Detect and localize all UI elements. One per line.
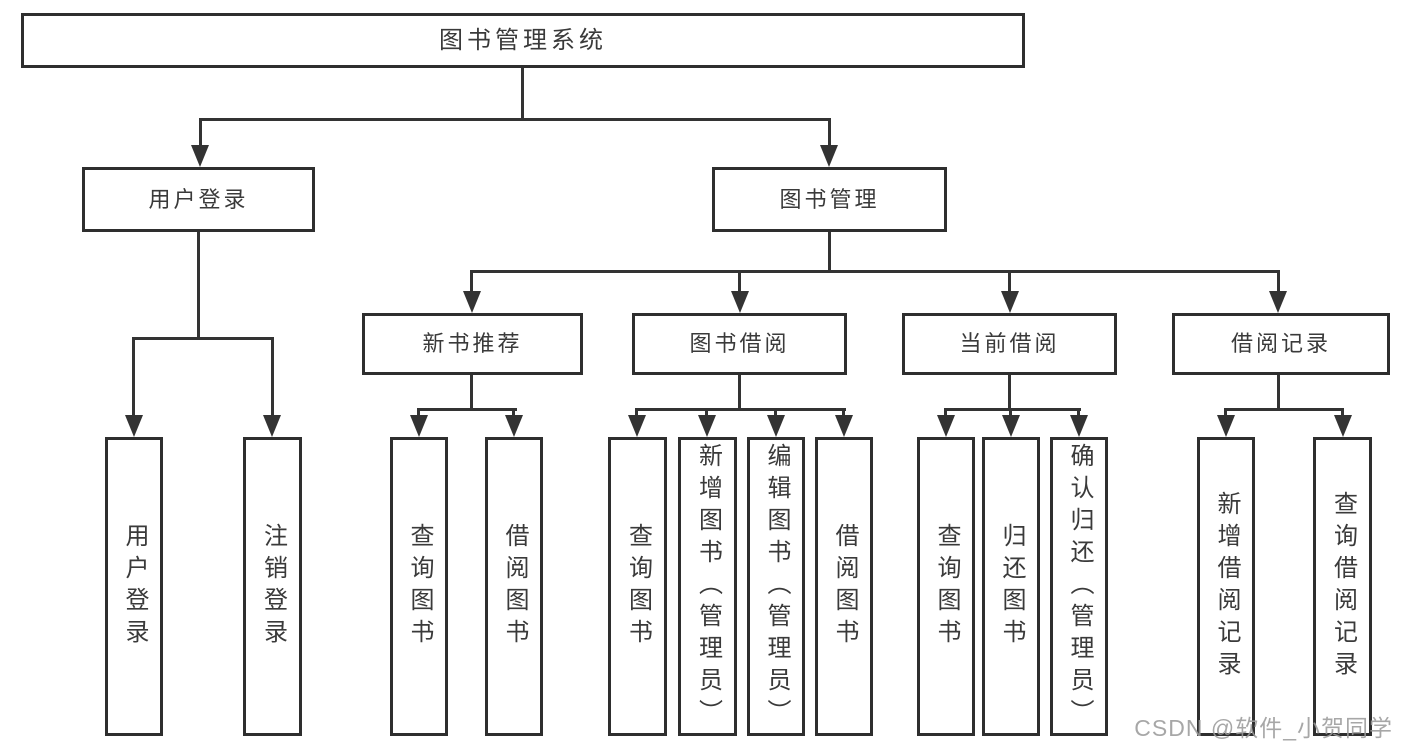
- connector-vline: [1224, 408, 1227, 420]
- leaf-edit-book-admin-label: 编辑图书（管理员）: [763, 442, 790, 731]
- node-root: 图书管理系统: [21, 13, 1025, 68]
- connector-vline: [1008, 375, 1011, 411]
- watermark-text: CSDN @软件_小贺同学: [1134, 715, 1393, 741]
- leaf-add-borrow-record: 新增借阅记录: [1197, 437, 1255, 736]
- connector-vline: [1008, 270, 1011, 294]
- node-borrow-records: 借阅记录: [1172, 313, 1390, 375]
- arrow-down-icon: [820, 145, 838, 167]
- connector-vline: [521, 68, 524, 118]
- connector-vline: [1341, 408, 1344, 420]
- leaf-add-book-admin: 新增图书（管理员）: [678, 437, 737, 736]
- connector-vline: [199, 118, 202, 148]
- arrow-down-icon: [463, 291, 481, 313]
- leaf-confirm-return-admin: 确认归还（管理员）: [1050, 437, 1108, 736]
- connector-hline: [1224, 408, 1344, 411]
- leaf-return-book: 归还图书: [982, 437, 1040, 736]
- leaf-borrow-book: 借阅图书: [815, 437, 873, 736]
- arrow-down-icon: [937, 415, 955, 437]
- connector-vline: [1009, 408, 1012, 420]
- connector-vline: [132, 337, 135, 418]
- arrow-down-icon: [125, 415, 143, 437]
- connector-vline: [705, 408, 708, 420]
- arrow-down-icon: [835, 415, 853, 437]
- node-root-label: 图书管理系统: [439, 26, 607, 54]
- connector-vline: [271, 337, 274, 418]
- arrow-down-icon: [1001, 291, 1019, 313]
- arrow-down-icon: [263, 415, 281, 437]
- leaf-search-book-borrow: 查询图书: [608, 437, 667, 736]
- connector-vline: [828, 118, 831, 148]
- arrow-down-icon: [1002, 415, 1020, 437]
- leaf-search-borrow-record: 查询借阅记录: [1313, 437, 1372, 736]
- connector-vline: [842, 408, 845, 420]
- leaf-search-book-borrow-label: 查询图书: [624, 522, 652, 651]
- leaf-search-borrow-record-label: 查询借阅记录: [1329, 490, 1357, 683]
- connector-vline: [774, 408, 777, 420]
- connector-vline: [470, 270, 473, 294]
- connector-vline: [417, 408, 420, 420]
- leaf-search-book-current: 查询图书: [917, 437, 975, 736]
- arrow-down-icon: [1217, 415, 1235, 437]
- node-current-borrow-label: 当前借阅: [959, 331, 1060, 356]
- leaf-borrow-book-recommend: 借阅图书: [485, 437, 543, 736]
- arrow-down-icon: [1334, 415, 1352, 437]
- leaf-logout: 注销登录: [243, 437, 302, 736]
- connector-vline: [470, 375, 473, 411]
- leaf-add-borrow-record-label: 新增借阅记录: [1213, 490, 1240, 683]
- connector-vline: [944, 408, 947, 420]
- arrow-down-icon: [1070, 415, 1088, 437]
- connector-hline: [199, 118, 831, 121]
- connector-vline: [738, 270, 741, 294]
- connector-hline: [944, 408, 1081, 411]
- leaf-user-login: 用户登录: [105, 437, 163, 736]
- node-new-book-recommend: 新书推荐: [362, 313, 583, 375]
- arrow-down-icon: [628, 415, 646, 437]
- leaf-search-book-current-label: 查询图书: [933, 522, 960, 651]
- leaf-edit-book-admin: 编辑图书（管理员）: [747, 437, 805, 736]
- arrow-down-icon: [191, 145, 209, 167]
- connector-vline: [1277, 375, 1280, 411]
- connector-vline: [1077, 408, 1080, 420]
- connector-vline: [1277, 270, 1280, 294]
- leaf-logout-label: 注销登录: [259, 522, 287, 651]
- node-user-login-label: 用户登录: [148, 186, 249, 212]
- leaf-return-book-label: 归还图书: [998, 522, 1025, 651]
- connector-vline: [635, 408, 638, 420]
- connector-hline: [417, 408, 517, 411]
- arrow-down-icon: [505, 415, 523, 437]
- connector-vline: [197, 232, 200, 340]
- leaf-search-book-recommend-label: 查询图书: [406, 522, 433, 651]
- connector-vline: [828, 232, 831, 273]
- node-book-borrow-label: 图书借阅: [689, 331, 790, 356]
- connector-hline: [470, 270, 1280, 273]
- node-new-book-recommend-label: 新书推荐: [422, 331, 523, 356]
- connector-hline: [635, 408, 846, 411]
- leaf-search-book-recommend: 查询图书: [390, 437, 448, 736]
- leaf-borrow-book-recommend-label: 借阅图书: [501, 522, 528, 651]
- node-book-management: 图书管理: [712, 167, 947, 232]
- leaf-confirm-return-admin-label: 确认归还（管理员）: [1066, 442, 1093, 731]
- node-user-login: 用户登录: [82, 167, 315, 232]
- node-book-borrow: 图书借阅: [632, 313, 847, 375]
- node-book-management-label: 图书管理: [779, 186, 880, 212]
- connector-vline: [738, 375, 741, 411]
- node-borrow-records-label: 借阅记录: [1230, 331, 1331, 356]
- leaf-add-book-admin-label: 新增图书（管理员）: [694, 442, 722, 731]
- connector-hline: [132, 337, 274, 340]
- arrow-down-icon: [698, 415, 716, 437]
- leaf-user-login-label: 用户登录: [121, 522, 148, 651]
- arrow-down-icon: [767, 415, 785, 437]
- arrow-down-icon: [1269, 291, 1287, 313]
- leaf-borrow-book-label: 借阅图书: [831, 522, 858, 651]
- arrow-down-icon: [410, 415, 428, 437]
- node-current-borrow: 当前借阅: [902, 313, 1117, 375]
- arrow-down-icon: [731, 291, 749, 313]
- connector-vline: [512, 408, 515, 420]
